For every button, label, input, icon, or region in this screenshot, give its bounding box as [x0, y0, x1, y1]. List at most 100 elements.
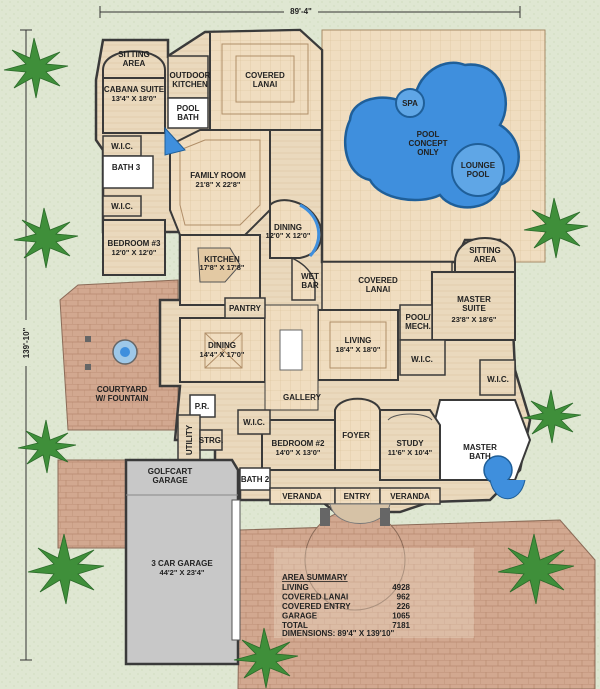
width-label: 89'-4" — [290, 7, 312, 16]
label-garage: 3 CAR GARAGE — [151, 559, 213, 568]
size-master-suite: 23'8" X 18'6" — [452, 315, 497, 324]
label-veranda-left: VERANDA — [282, 492, 322, 501]
sitting-area-cabana — [102, 50, 166, 79]
label-bedroom-3: BEDROOM #3 — [108, 239, 161, 248]
veranda-right — [379, 487, 441, 505]
area-summary-label: COVERED ENTRY — [282, 602, 351, 611]
label-entry: ENTRY — [344, 492, 371, 501]
wet-bar — [291, 256, 316, 301]
label-gallery: GALLERY — [283, 393, 322, 402]
label-veranda-right: VERANDA — [390, 492, 430, 501]
depth-dimension: 139'-10" — [20, 29, 32, 661]
label-kitchen: KITCHEN — [204, 255, 240, 264]
label-pr: P.R. — [195, 402, 210, 411]
size-bedroom-2: 14'0" X 13'0" — [276, 448, 321, 457]
size-living: 18'4" X 18'0" — [336, 345, 381, 354]
kitchen — [179, 234, 261, 306]
family-room — [169, 129, 271, 236]
label-bath-2: BATH 2 — [241, 475, 270, 484]
area-summary-value: 4928 — [392, 583, 410, 592]
palm-trees — [3, 37, 589, 689]
label-wic-master-2: W.I.C. — [487, 375, 509, 384]
pool-bath — [167, 97, 209, 129]
label-living: LIVING — [345, 336, 372, 345]
pool-mech — [399, 304, 433, 341]
label-spa: SPA — [402, 99, 418, 108]
width-dimension: 89'-4" — [99, 5, 521, 18]
dining-nook — [269, 199, 323, 259]
label-cabana-suite: CABANA SUITE — [104, 85, 165, 94]
size-cabana-suite: 13'4" X 18'0" — [112, 94, 157, 103]
label-wic-master: W.I.C. — [411, 355, 433, 364]
label-wic-1: W.I.C. — [111, 142, 133, 151]
wic-2 — [102, 195, 142, 217]
area-summary-value: 1065 — [392, 612, 410, 621]
area-summary-label: TOTAL — [282, 621, 308, 630]
label-strg: STRG. — [199, 436, 223, 445]
sitting-area-master — [454, 237, 516, 273]
bath-2 — [239, 467, 271, 491]
label-utility: UTILITY — [185, 424, 194, 455]
spa — [395, 88, 425, 118]
wic-master-2 — [479, 359, 516, 396]
label-bedroom-2: BEDROOM #2 — [272, 439, 325, 448]
label-pool-mech: POOL/MECH. — [405, 313, 431, 331]
label-dining-formal: DINING — [208, 341, 236, 350]
label-dining-nook: DINING — [274, 223, 302, 232]
master-bath — [428, 399, 532, 481]
area-summary-label: GARAGE — [282, 612, 318, 621]
area-summary-dimensions: DIMENSIONS: 89'4" X 139'10" — [282, 629, 395, 638]
bedroom-2 — [261, 419, 336, 471]
size-kitchen: 17'8" X 17'8" — [200, 263, 245, 272]
depth-label: 139'-10" — [22, 327, 31, 358]
area-summary-label: LIVING — [282, 583, 309, 592]
storage — [199, 429, 223, 451]
label-wic-bed2: W.I.C. — [243, 418, 265, 427]
size-bedroom-3: 12'0" X 12'0" — [112, 248, 157, 257]
size-dining-formal: 14'4" X 17'0" — [200, 350, 245, 359]
cabana-suite — [102, 77, 166, 134]
lounge-pool — [451, 143, 505, 197]
area-summary-value: 7181 — [392, 621, 410, 630]
covered-lanai-top — [204, 28, 323, 131]
area-summary-title: AREA SUMMARY — [282, 573, 348, 582]
label-pantry: PANTRY — [229, 304, 262, 313]
entry-steps — [329, 503, 391, 524]
area-summary-value: 226 — [397, 602, 411, 611]
area-summary-label: COVERED LANAI — [282, 593, 348, 602]
pantry — [224, 297, 266, 319]
wic-bed2 — [237, 409, 271, 435]
area-summary-value: 962 — [397, 593, 411, 602]
size-garage: 44'2" X 23'4" — [160, 568, 205, 577]
wic-master — [399, 339, 446, 376]
label-study: STUDY — [396, 439, 424, 448]
bath-3 — [102, 155, 154, 189]
label-family-room: FAMILY ROOM — [190, 171, 246, 180]
foyer — [334, 397, 381, 471]
powder-room — [189, 394, 216, 418]
size-family-room: 21'8" X 22'8" — [196, 180, 241, 189]
size-study: 11'6" X 10'4" — [388, 448, 433, 457]
bedroom-3 — [102, 219, 166, 276]
left-walkway — [57, 459, 131, 549]
label-foyer: FOYER — [342, 431, 370, 440]
label-bath-3: BATH 3 — [112, 163, 141, 172]
area-summary-box — [274, 548, 474, 638]
size-dining-nook: 12'0" X 12'0" — [266, 231, 311, 240]
